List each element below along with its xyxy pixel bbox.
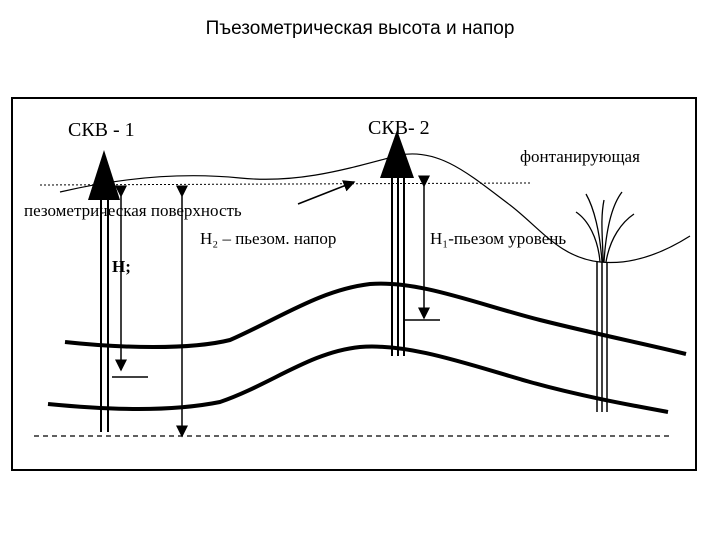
h2-label: H₂ – пьезом. напор <box>200 229 336 248</box>
well-2-label: СКВ- 2 <box>368 117 430 139</box>
aquifer-top <box>64 281 687 356</box>
aquifer-bottom <box>47 344 669 414</box>
well-1 <box>88 150 120 432</box>
well-2 <box>380 130 414 356</box>
flow-arrow <box>297 180 356 205</box>
ground-surface <box>59 153 691 264</box>
flowing-well-label: фонтанирующая <box>520 147 640 166</box>
piezometric-surface-label: пезометрическая поверхность <box>24 201 242 220</box>
fountain-icon <box>575 191 635 263</box>
h-label: H; <box>112 257 131 276</box>
flowing-well <box>596 262 608 412</box>
diagram-frame <box>11 97 697 471</box>
page-title: Пъезометрическая высота и напор <box>205 18 515 39</box>
h1-label: H₁-пьезом уровень <box>430 229 566 248</box>
well-1-label: СКВ - 1 <box>68 119 135 141</box>
